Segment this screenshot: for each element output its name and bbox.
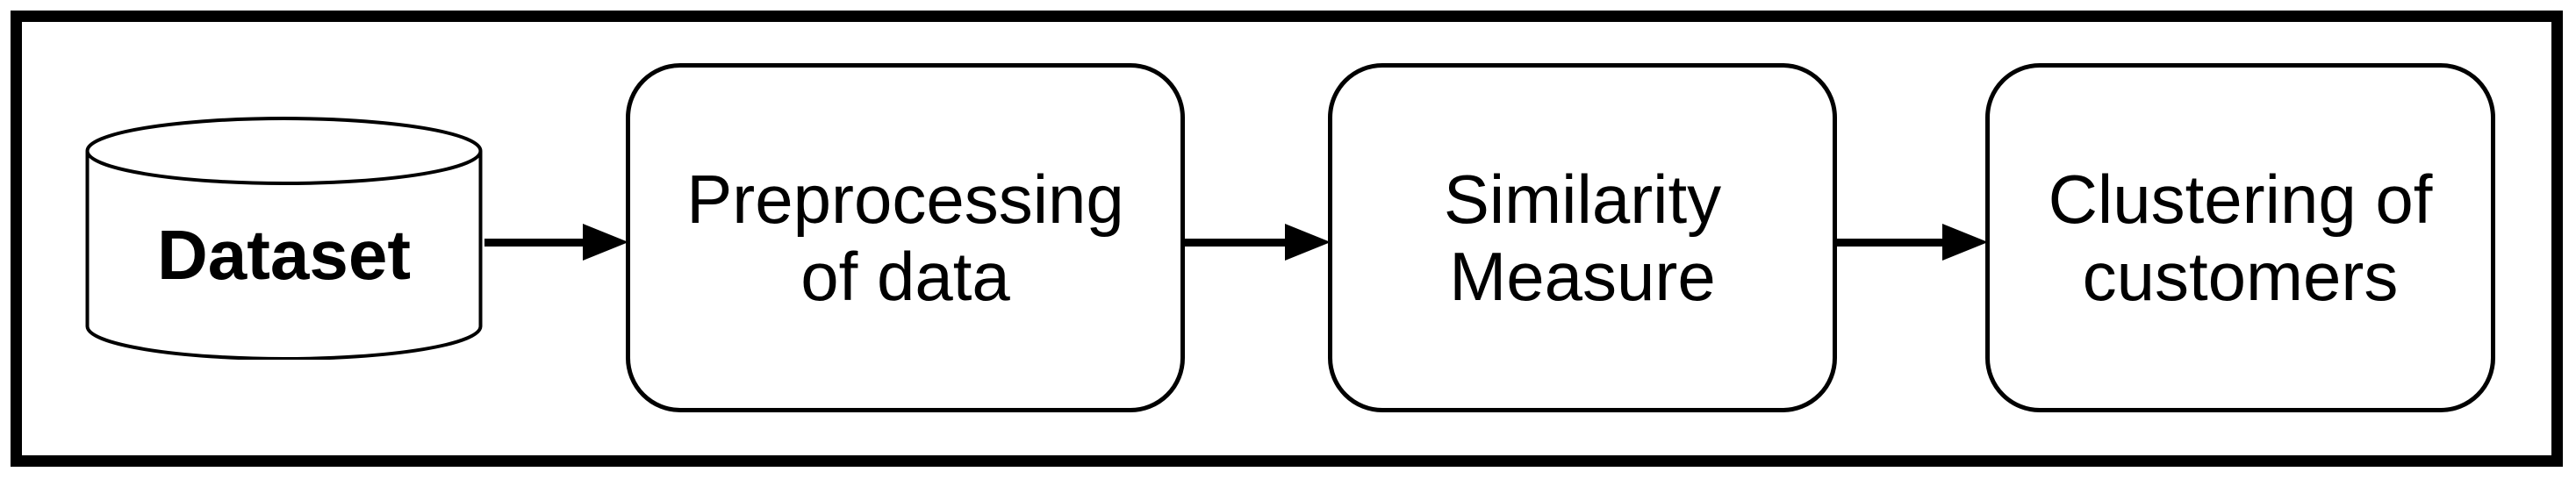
arrow-dataset-to-preprocessing [484,224,628,261]
arrow-preprocessing-to-similarity [1185,224,1331,261]
database-cylinder-icon [85,117,483,360]
similarity-label-line2: Measure [1449,238,1716,315]
arrow-shaft [1837,238,1942,247]
diagram-frame [11,11,2563,467]
preprocessing-label-line1: Preprocessing [686,161,1124,238]
node-clustering: Clustering of customers [1985,63,2495,412]
arrow-shaft [484,238,583,247]
arrow-head [583,224,628,261]
similarity-label-line1: Similarity [1443,161,1722,238]
preprocessing-label-line2: of data [800,238,1010,315]
node-preprocessing: Preprocessing of data [626,63,1185,412]
clustering-label-line1: Clustering of [2048,161,2433,238]
arrow-similarity-to-clustering [1837,224,1988,261]
arrow-head [1285,224,1331,261]
node-dataset: Dataset [85,116,483,360]
arrow-head [1942,224,1988,261]
clustering-label-line2: customers [2082,238,2399,315]
dataset-label: Dataset [156,216,412,294]
node-similarity: Similarity Measure [1328,63,1837,412]
arrow-shaft [1185,238,1285,247]
